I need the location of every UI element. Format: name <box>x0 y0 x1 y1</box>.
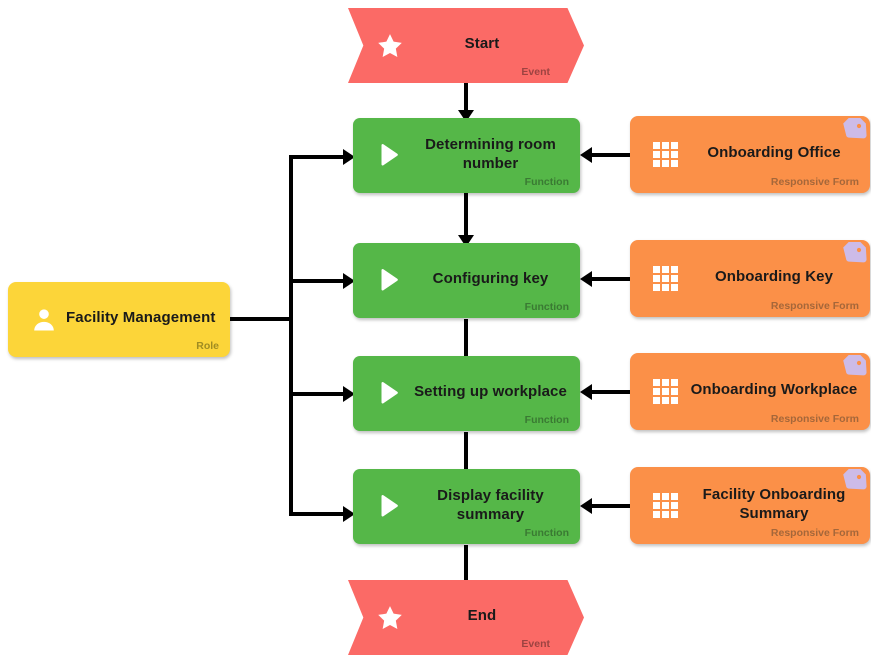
node-start-event[interactable]: Start Event <box>348 8 584 83</box>
node-type-label: Responsive Form <box>770 527 859 539</box>
node-function-configuring-key[interactable]: Configuring key Function <box>353 243 580 318</box>
grid-icon <box>648 488 684 524</box>
node-function-setting-up-workplace[interactable]: Setting up workplace Function <box>353 356 580 431</box>
play-icon <box>371 376 407 412</box>
grid-icon <box>648 261 684 297</box>
arrowhead-right-4 <box>343 506 355 522</box>
node-type-label: Function <box>524 176 569 188</box>
node-type-label: Function <box>524 414 569 426</box>
grid-icon <box>648 137 684 173</box>
arrowhead-left-2 <box>580 271 592 287</box>
form-shape <box>630 240 870 317</box>
arrowhead-left-3 <box>580 384 592 400</box>
tag-icon <box>840 236 868 270</box>
connector-function-3-to-4 <box>464 432 468 484</box>
node-label: Facility Onboarding Summary <box>702 485 846 522</box>
star-icon <box>372 600 408 636</box>
node-label: Onboarding Key <box>714 268 834 285</box>
connector-role-trunk <box>230 317 293 321</box>
tag-icon <box>840 349 868 383</box>
form-shape <box>630 353 870 430</box>
node-type-label: Responsive Form <box>770 176 859 188</box>
node-form-onboarding-office[interactable]: Onboarding Office Responsive Form <box>630 112 870 193</box>
node-type-label: Responsive Form <box>770 300 859 312</box>
star-icon <box>372 28 408 64</box>
form-shape <box>630 467 870 544</box>
connector-start-to-function-1 <box>464 82 468 116</box>
node-function-determining-room-number[interactable]: Determining room number Function <box>353 118 580 193</box>
node-label: Setting up workplace <box>414 383 567 400</box>
play-icon <box>371 263 407 299</box>
node-type-label: Role <box>196 340 219 352</box>
node-form-onboarding-workplace[interactable]: Onboarding Workplace Responsive Form <box>630 349 870 430</box>
node-label: Configuring key <box>432 270 549 287</box>
node-type-label: Event <box>521 66 550 78</box>
play-icon <box>371 489 407 525</box>
connector-form-3-to-function-3 <box>592 390 630 394</box>
arrowhead-right-1 <box>343 149 355 165</box>
connector-form-2-to-function-2 <box>592 277 630 281</box>
node-type-label: Event <box>521 638 550 650</box>
node-end-event[interactable]: End Event <box>348 580 584 655</box>
role-shape <box>8 282 230 357</box>
arrowhead-right-3 <box>343 386 355 402</box>
node-label: Onboarding Workplace <box>690 381 858 398</box>
node-label: Determining room number <box>425 135 556 172</box>
play-icon <box>371 138 407 174</box>
node-label: Display facility summary <box>437 486 544 523</box>
tag-icon <box>840 463 868 497</box>
node-label: Start <box>464 35 500 52</box>
node-role-facility-management[interactable]: Facility Management Role <box>8 282 230 357</box>
tag-icon <box>840 112 868 146</box>
connector-role-branch-1 <box>289 155 351 159</box>
person-icon <box>26 302 62 338</box>
connector-function-4-to-end <box>464 545 468 590</box>
connector-role-spine <box>289 155 293 515</box>
node-label: Onboarding Office <box>707 144 841 161</box>
connector-role-branch-2 <box>289 279 351 283</box>
arrowhead-right-2 <box>343 273 355 289</box>
connector-role-branch-3 <box>289 392 351 396</box>
arrowhead-left-1 <box>580 147 592 163</box>
node-label: End <box>467 607 497 624</box>
node-type-label: Function <box>524 527 569 539</box>
connector-role-branch-4 <box>289 512 351 516</box>
connector-function-2-to-3 <box>464 319 468 371</box>
form-shape <box>630 116 870 193</box>
node-label: Facility Management <box>66 309 216 326</box>
node-type-label: Function <box>524 301 569 313</box>
grid-icon <box>648 374 684 410</box>
connector-form-4-to-function-4 <box>592 504 630 508</box>
connector-function-1-to-2 <box>464 193 468 245</box>
node-type-label: Responsive Form <box>770 413 859 425</box>
arrowhead-left-4 <box>580 498 592 514</box>
node-form-onboarding-key[interactable]: Onboarding Key Responsive Form <box>630 236 870 317</box>
node-function-display-facility-summary[interactable]: Display facility summary Function <box>353 469 580 544</box>
node-form-facility-onboarding-summary[interactable]: Facility Onboarding Summary Responsive F… <box>630 463 870 544</box>
connector-form-1-to-function-1 <box>592 153 630 157</box>
